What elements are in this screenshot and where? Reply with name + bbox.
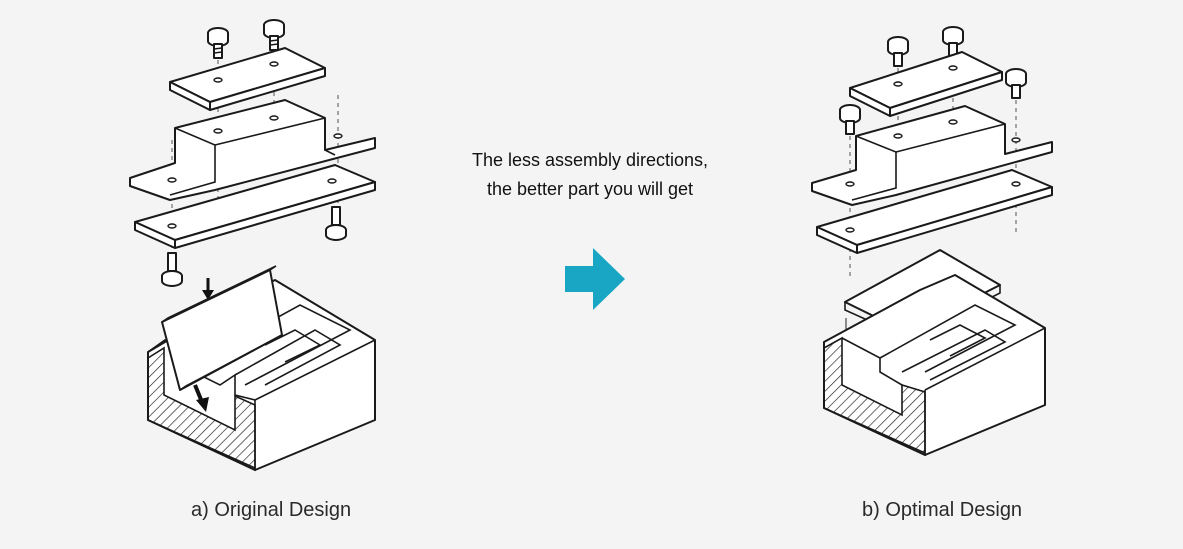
screw-icon <box>942 26 964 57</box>
optimal-design-drawing <box>811 26 1053 457</box>
top-plate <box>849 51 1003 117</box>
optimal-design-panel <box>790 0 1110 500</box>
right-arrow-icon <box>565 248 625 310</box>
middle-bracket <box>811 105 1053 206</box>
bottom-plate <box>134 164 376 249</box>
screw-icon <box>839 104 861 135</box>
tilted-insert-plate <box>161 265 283 391</box>
message-line-1: The less assembly directions, <box>471 150 709 170</box>
screw-icon <box>207 27 229 59</box>
optimal-design-caption: b) Optimal Design <box>862 499 1023 521</box>
screw-icon <box>263 19 285 51</box>
original-design-panel <box>100 0 420 500</box>
original-design-caption: a) Original Design <box>191 499 352 521</box>
design-message: The less assembly directions, the better… <box>420 146 760 204</box>
message-line-2: the better part you will get <box>486 179 694 199</box>
screw-icon <box>1005 68 1027 99</box>
base-block <box>823 274 1046 457</box>
screw-icon <box>325 206 347 241</box>
insert-arrow-icon <box>193 384 209 412</box>
screw-icon <box>887 36 909 67</box>
bottom-plate <box>816 169 1053 254</box>
down-arrow-icon <box>202 278 214 300</box>
original-design-drawing <box>129 19 376 472</box>
top-plate <box>169 47 326 111</box>
screw-icon <box>161 252 183 287</box>
middle-bracket <box>129 99 376 201</box>
